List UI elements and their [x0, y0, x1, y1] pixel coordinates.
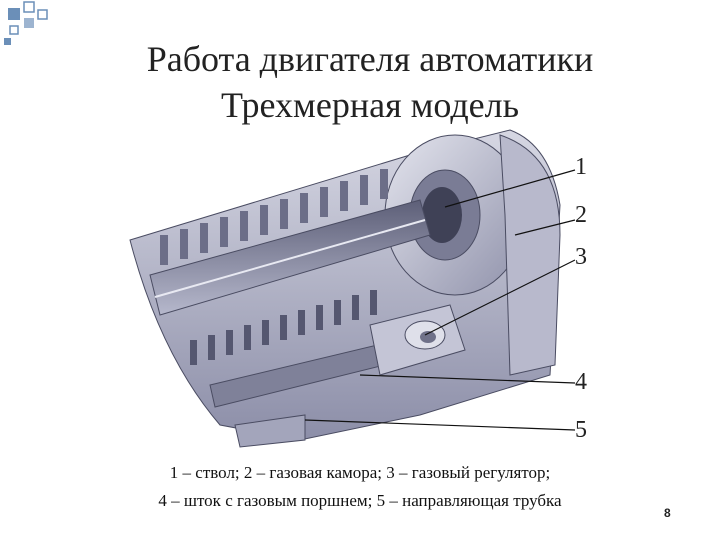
slide-title-line1: Работа двигателя автоматики — [146, 39, 594, 79]
label-1: 1 — [575, 154, 587, 180]
slide-title-line2: Трехмерная модель — [220, 85, 520, 125]
label-5: 5 — [575, 417, 587, 443]
page-number: 8 — [664, 506, 671, 520]
label-2: 2 — [575, 202, 587, 228]
caption-line2: 4 – шток с газовым поршнем; 5 – направля… — [158, 491, 562, 510]
label-3: 3 — [575, 244, 587, 270]
label-4: 4 — [575, 369, 587, 395]
gas-engine-model-illustration — [129, 129, 576, 448]
caption-line1: 1 – ствол; 2 – газовая камора; 3 – газов… — [169, 463, 551, 482]
corner-squares-decoration-icon — [4, 1, 48, 45]
